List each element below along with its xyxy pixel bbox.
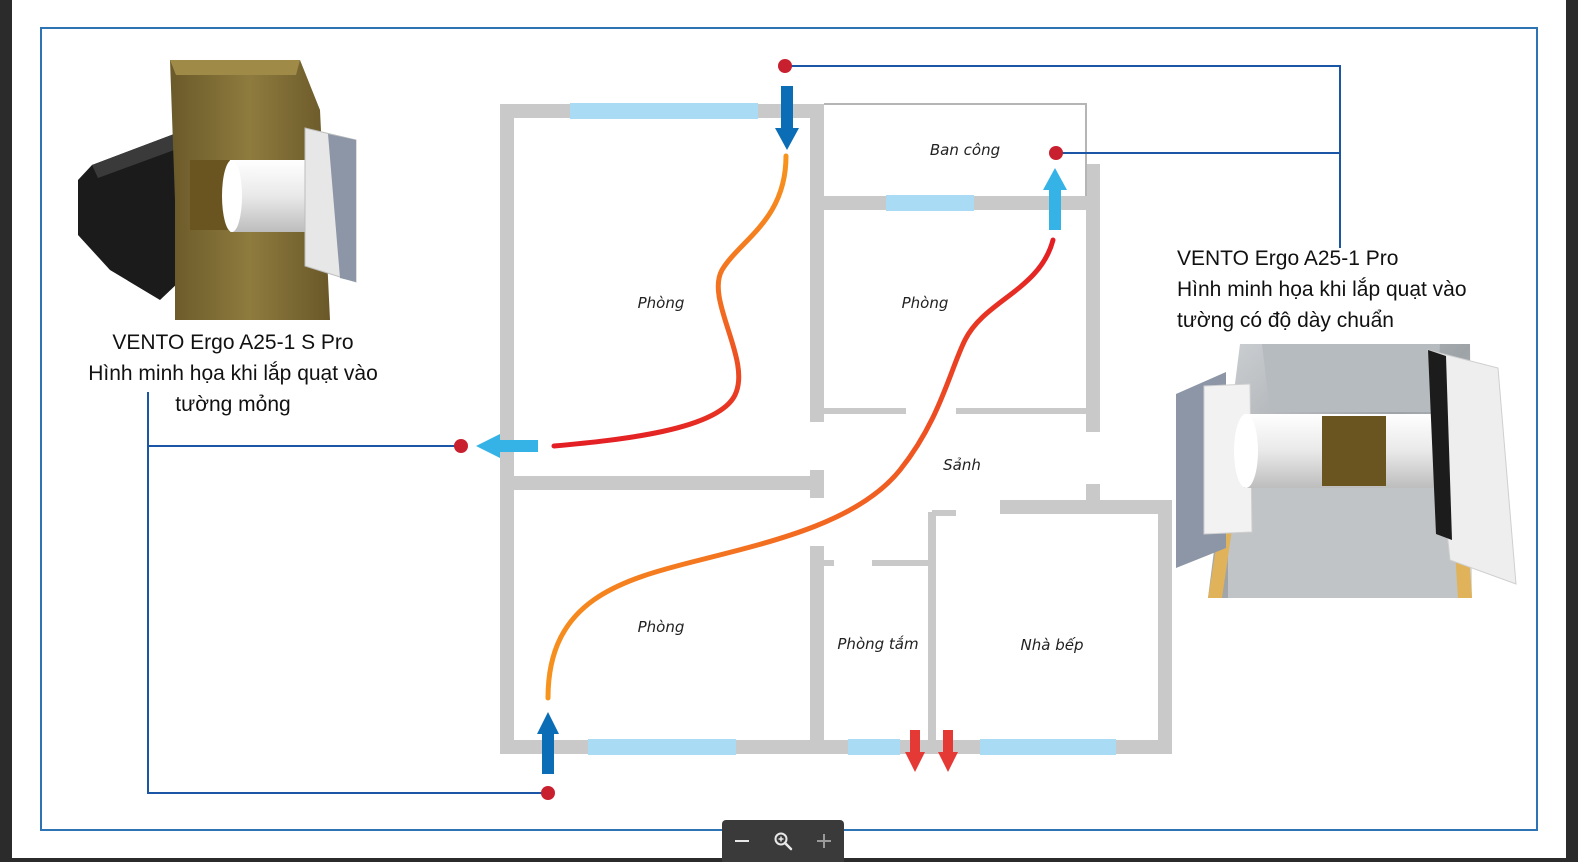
- room-label-hall: Sảnh: [943, 456, 981, 474]
- leader-lines: [147, 65, 1341, 794]
- zoom-toolbar: [722, 820, 844, 862]
- device-thin-wall-illustration: [78, 60, 357, 320]
- room-label-top-left: Phòng: [637, 294, 685, 312]
- exhaust-arrow-balcony: [1043, 168, 1067, 230]
- zoom-out-button[interactable]: [726, 825, 758, 857]
- airflow-curve-left: [551, 153, 789, 449]
- room-label-bathroom: Phòng tắm: [837, 635, 919, 653]
- room-label-top-right: Phòng: [901, 294, 949, 312]
- balcony-outline: [824, 103, 1087, 196]
- left-device-model: VENTO Ergo A25-1 S Pro: [112, 331, 354, 354]
- left-device-line2: tường mỏng: [175, 393, 291, 416]
- room-label-balcony: Ban công: [929, 141, 1001, 159]
- room-label-kitchen: Nhà bếp: [1020, 636, 1084, 654]
- magnifier-icon: [774, 832, 793, 851]
- exhaust-arrow-left: [476, 434, 538, 458]
- zoom-out-icon: [735, 840, 750, 842]
- zoom-in-button[interactable]: [808, 825, 840, 857]
- right-device-model: VENTO Ergo A25-1 Pro: [1177, 247, 1399, 270]
- right-device-caption: VENTO Ergo A25-1 Pro Hình minh họa khi l…: [1177, 243, 1467, 336]
- left-device-caption: VENTO Ergo A25-1 S Pro Hình minh họa khi…: [88, 327, 378, 420]
- room-label-bottom-left: Phòng: [637, 618, 685, 636]
- supply-arrow-bottom: [537, 712, 559, 774]
- zoom-in-icon: [816, 834, 831, 848]
- extract-arrow-kitchen: [938, 730, 958, 772]
- zoom-reset-button[interactable]: [767, 825, 799, 857]
- left-device-line1: Hình minh họa khi lắp quạt vào: [88, 362, 378, 385]
- right-device-line2: tường có độ dày chuẩn: [1177, 309, 1394, 332]
- supply-arrow-top: [775, 86, 799, 150]
- extract-arrow-bath: [905, 730, 925, 772]
- airflow-curve-right: [545, 237, 1056, 701]
- device-standard-wall-illustration: [1176, 344, 1517, 598]
- connection-dots: [454, 59, 1063, 800]
- windows: [570, 103, 1116, 755]
- right-device-line1: Hình minh họa khi lắp quạt vào: [1177, 278, 1467, 301]
- walls: [500, 104, 1172, 754]
